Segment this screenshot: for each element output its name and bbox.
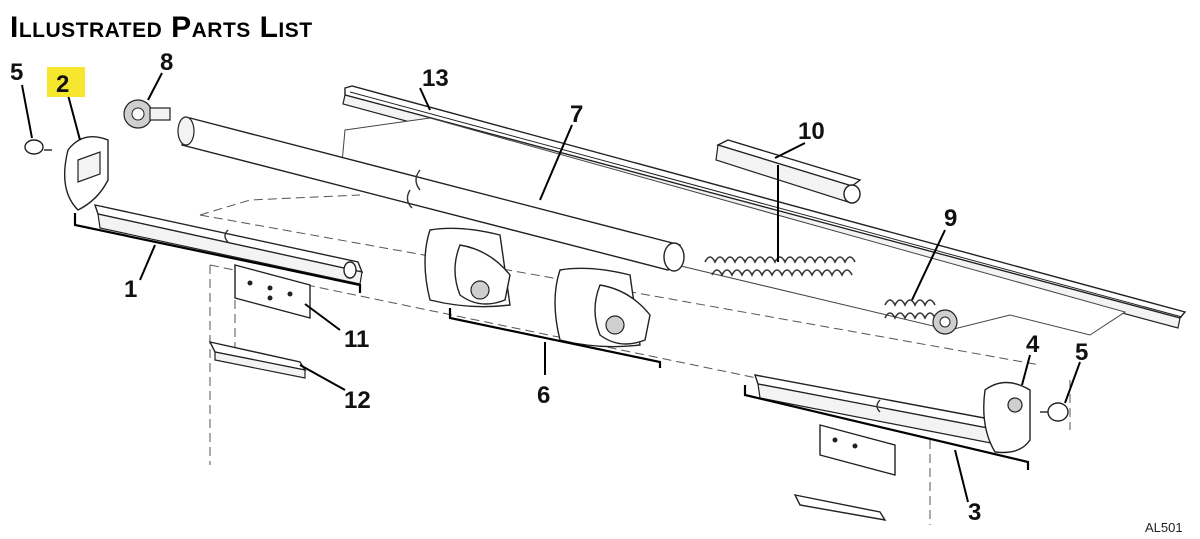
callout-2: 2 [56, 71, 69, 98]
callout-5-right: 5 [1075, 339, 1088, 366]
part-12-bracket [208, 340, 307, 379]
part-3-right-rail [753, 374, 1000, 445]
group-brackets [73, 213, 1030, 470]
part-2-left-end-cap [63, 136, 109, 211]
callout-13: 13 [422, 65, 449, 92]
part-3-brackets [793, 424, 896, 521]
callout-3: 3 [968, 499, 981, 526]
callout-8: 8 [160, 49, 173, 76]
part-4-right-end-cap [983, 381, 1031, 454]
part-10-channel [715, 139, 862, 204]
part-9-spring [704, 256, 958, 335]
part-1-left-rail [93, 204, 364, 285]
callout-12: 12 [344, 387, 371, 414]
callout-4: 4 [1026, 331, 1040, 358]
callout-1: 1 [124, 276, 137, 303]
part-6-arm-assemblies [424, 227, 651, 348]
part-11-bracket [234, 264, 311, 319]
part-5-left-cap [24, 139, 52, 155]
callout-10: 10 [798, 118, 825, 145]
part-8-end-fitting [123, 99, 171, 129]
part-7-roller-tube [177, 116, 685, 272]
callout-5-left: 5 [10, 59, 23, 86]
leader-lines [21, 72, 1081, 503]
callout-7: 7 [570, 101, 583, 128]
callout-6: 6 [537, 382, 550, 409]
callout-2-highlight [47, 67, 85, 97]
figure-code: AL501 [1145, 520, 1183, 535]
page-title: Illustrated Parts List [10, 11, 313, 44]
callout-9: 9 [944, 205, 957, 232]
callout-11: 11 [344, 326, 369, 353]
part-5-right-cap [1040, 402, 1069, 422]
